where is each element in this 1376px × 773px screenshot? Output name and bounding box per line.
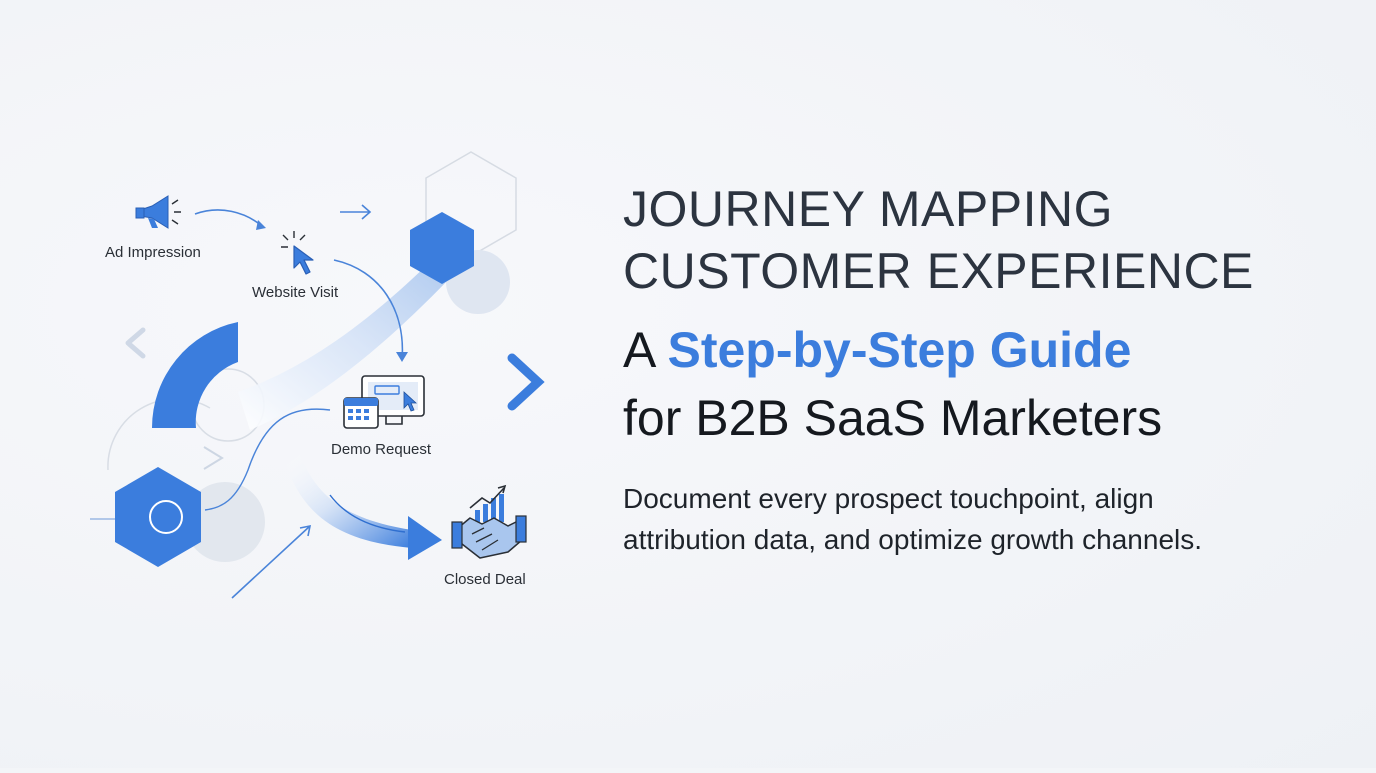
swoosh-arrow-head [408, 516, 442, 560]
handshake-growth-icon [451, 484, 527, 559]
hero-text: JOURNEY MAPPING CUSTOMER EXPERIENCE A St… [623, 178, 1343, 560]
subtitle: A Step-by-Step Guide for B2B SaaS Market… [623, 316, 1343, 452]
touchpoint-label-demo-request: Demo Request [331, 441, 432, 458]
description-line-2: attribution data, and optimize growth ch… [623, 524, 1203, 555]
light-swoosh [238, 262, 448, 430]
hexagon-node-bottom [115, 467, 201, 567]
connector-ad-to-visit [194, 209, 263, 227]
swoosh-arrow-body [286, 455, 412, 548]
subtitle-line-2: for B2B SaaS Marketers [623, 390, 1163, 446]
connector-lower-arrow [231, 524, 312, 599]
calendar-monitor-icon [343, 375, 425, 429]
connector-demo-curve [204, 408, 331, 511]
soft-circle-bottom [185, 482, 265, 562]
connector-visit-to-demo [333, 259, 404, 361]
journey-graphic [90, 151, 545, 599]
subtitle-prefix: A [623, 322, 668, 378]
description: Document every prospect touchpoint, alig… [623, 478, 1343, 560]
connector-deal-line [329, 494, 406, 533]
connector-arrow-top [340, 204, 372, 220]
touchpoint-label-website-visit: Website Visit [252, 284, 339, 301]
description-line-1: Document every prospect touchpoint, alig… [623, 483, 1154, 514]
subtitle-line-1: A Step-by-Step Guide [623, 316, 1343, 384]
chevron-left-icon [125, 327, 146, 359]
chevron-right-icon [507, 353, 545, 411]
headline-line-1: JOURNEY MAPPING [623, 181, 1113, 237]
touchpoint-label-closed-deal: Closed Deal [444, 571, 526, 588]
hexagon-node-top [410, 212, 474, 284]
touchpoint-label-ad-impression: Ad Impression [105, 244, 201, 261]
cursor-click-icon [281, 231, 314, 275]
target-icon [149, 500, 183, 534]
megaphone-icon [135, 195, 181, 229]
journey-illustration: Ad Impression Website Visit Demo Request… [0, 0, 600, 768]
progress-arc [151, 322, 238, 428]
headline-line-2: CUSTOMER EXPERIENCE [623, 243, 1254, 299]
chevron-small-icon [203, 446, 224, 470]
subtitle-highlight: Step-by-Step Guide [667, 322, 1132, 378]
